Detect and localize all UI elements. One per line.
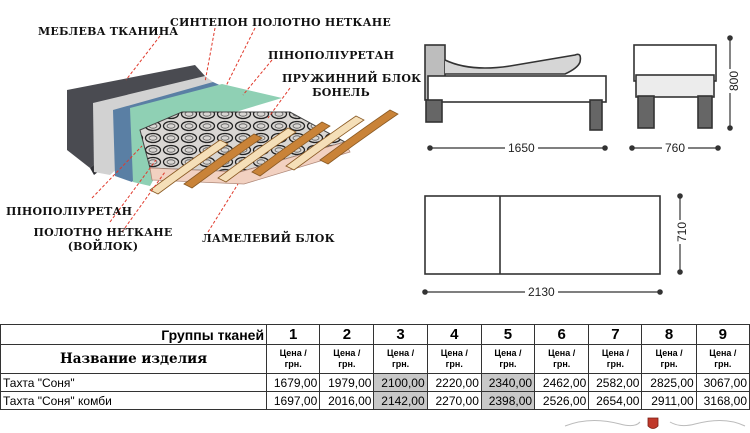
price-cell: 1979,00 <box>319 373 375 392</box>
slat-block <box>149 109 399 195</box>
product-name: Тахта "Соня" комби <box>0 391 268 410</box>
label-spring-line2: БОНЕЛЬ <box>312 86 370 99</box>
price-cell: 2142,00 <box>373 391 428 410</box>
group-6: 6 <box>534 324 590 345</box>
table-row: Тахта "Соня" 1679,00 1979,00 2100,00 222… <box>0 373 750 392</box>
price-cell: 1679,00 <box>266 373 321 392</box>
price-cell: 2462,00 <box>534 373 590 392</box>
group-2: 2 <box>319 324 375 345</box>
slat <box>251 121 331 177</box>
label-sintepon: СИНТЕПОН <box>170 16 249 29</box>
label-felt: ПОЛОТНО НЕТКАНЕ (ВОЙЛОК) <box>24 226 182 254</box>
price-unit-header: Цена /грн. <box>588 344 643 374</box>
price-table: Группы тканей 1 2 3 4 5 6 7 8 9 Название… <box>0 324 750 410</box>
table-row: Тахта "Соня" комби 1697,00 2016,00 2142,… <box>0 391 750 410</box>
group-4: 4 <box>426 324 482 345</box>
price-cell: 2526,00 <box>534 391 590 410</box>
label-spring-line1: ПРУЖИННИЙ БЛОК <box>282 72 422 85</box>
price-unit-header: Цена /грн. <box>695 344 750 374</box>
slat <box>149 139 229 195</box>
group-5: 5 <box>480 324 536 345</box>
shield-logo-icon <box>647 417 659 429</box>
price-cell: 1697,00 <box>266 391 321 410</box>
price-cell: 3067,00 <box>695 373 750 392</box>
slat <box>183 133 263 189</box>
group-8: 8 <box>641 324 697 345</box>
product-name: Тахта "Соня" <box>0 373 268 392</box>
group-3: 3 <box>373 324 428 345</box>
price-unit-header: Цена /грн. <box>319 344 375 374</box>
label-felt-line2: (ВОЙЛОК) <box>67 240 139 253</box>
leader-lines <box>91 27 291 233</box>
price-cell: 3168,00 <box>695 391 750 410</box>
label-polyurethane-bottom: ПІНОПОЛІУРЕТАН <box>6 205 133 218</box>
price-unit-header: Цена /грн. <box>534 344 590 374</box>
dimension-full-width: 710 <box>675 219 690 245</box>
price-unit-header: Цена /грн. <box>641 344 697 374</box>
group-1: 1 <box>266 324 321 345</box>
dimension-length: 1650 <box>505 141 538 155</box>
price-cell: 2654,00 <box>588 391 643 410</box>
price-unit-header: Цена /грн. <box>373 344 428 374</box>
dimension-depth: 760 <box>662 141 689 155</box>
price-unit-header: Цена /грн. <box>266 344 321 374</box>
ornament-decoration <box>564 417 746 429</box>
slat <box>217 127 297 183</box>
price-cell: 2825,00 <box>641 373 697 392</box>
price-unit-header: Цена /грн. <box>426 344 482 374</box>
group-9: 9 <box>695 324 750 345</box>
price-cell: 2398,00 <box>480 391 536 410</box>
fabric-groups-label: Группы тканей <box>0 324 268 345</box>
slat <box>319 109 399 165</box>
label-nonwoven-top: ПОЛОТНО НЕТКАНЕ <box>252 16 391 29</box>
product-name-header: Название изделия <box>0 344 268 374</box>
price-cell: 2016,00 <box>319 391 375 410</box>
label-fabric: МЕБЛЕВА ТКАНИНА <box>38 25 179 38</box>
front-view-drawing <box>629 35 733 151</box>
price-cell: 2220,00 <box>426 373 482 392</box>
label-felt-line1: ПОЛОТНО НЕТКАНЕ <box>33 226 173 239</box>
side-view-drawing <box>424 44 608 151</box>
price-cell: 2582,00 <box>588 373 643 392</box>
dimension-height: 800 <box>727 68 742 94</box>
price-cell: 2100,00 <box>373 373 428 392</box>
label-polyurethane-top: ПІНОПОЛІУРЕТАН <box>268 49 395 62</box>
price-unit-header: Цена /грн. <box>480 344 536 374</box>
top-view-drawing <box>422 193 683 295</box>
label-slats: ЛАМЕЛЕВИЙ БЛОК <box>202 232 335 245</box>
group-7: 7 <box>588 324 643 345</box>
price-cell: 2270,00 <box>426 391 482 410</box>
price-cell: 2911,00 <box>641 391 697 410</box>
fabric-groups-header-row: Группы тканей 1 2 3 4 5 6 7 8 9 <box>0 324 750 345</box>
mattress-layers-diagram <box>67 27 733 295</box>
slat <box>285 115 365 171</box>
dimension-full-length: 2130 <box>525 285 558 299</box>
label-spring-block: ПРУЖИННИЙ БЛОК БОНЕЛЬ <box>282 72 422 100</box>
foam-layer <box>130 84 282 186</box>
price-cell: 2340,00 <box>480 373 536 392</box>
product-header-row: Название изделия Цена /грн. Цена /грн. Ц… <box>0 344 750 374</box>
